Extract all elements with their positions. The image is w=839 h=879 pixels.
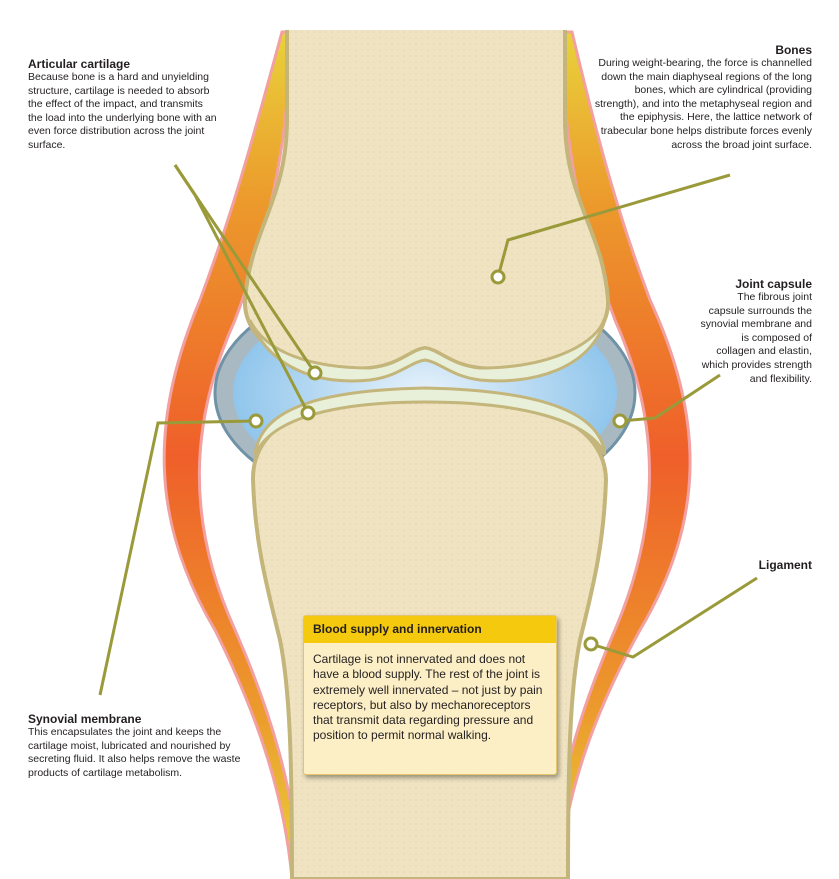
articular-leader-lower xyxy=(173,164,310,414)
capsule-leader xyxy=(619,373,721,423)
infobox-title: Blood supply and innervation xyxy=(304,616,556,643)
synovial-leader xyxy=(98,419,257,696)
upper-cartilage xyxy=(248,319,607,383)
blood-supply-infobox: Blood supply and innervation Cartilage i… xyxy=(303,615,557,775)
articular-cartilage-label: Articular cartilage Because bone is a ha… xyxy=(28,57,218,153)
bones-label: Bones During weight-bearing, the force i… xyxy=(590,43,812,152)
label-title: Joint capsule xyxy=(735,277,812,291)
label-body: The fibrous joint capsule surrounds the … xyxy=(700,291,812,385)
lower-cartilage xyxy=(253,386,607,456)
label-title: Synovial membrane xyxy=(28,712,142,726)
ligament-leader xyxy=(590,576,758,659)
ligament-label: Ligament xyxy=(700,558,812,572)
joint-capsule-label: Joint capsule The fibrous joint capsule … xyxy=(700,277,812,386)
label-title: Ligament xyxy=(758,558,812,572)
label-body: During weight-bearing, the force is chan… xyxy=(594,57,812,151)
synovial-membrane-label: Synovial membrane This encapsulates the … xyxy=(28,712,243,780)
label-body: Because bone is a hard and unyielding st… xyxy=(28,71,217,151)
label-title: Articular cartilage xyxy=(28,57,131,71)
upper-bone xyxy=(242,30,611,371)
infobox-body: Cartilage is not innervated and does not… xyxy=(313,652,543,743)
bones-leader xyxy=(496,173,731,278)
label-title: Bones xyxy=(775,43,812,57)
label-body: This encapsulates the joint and keeps th… xyxy=(28,726,241,779)
